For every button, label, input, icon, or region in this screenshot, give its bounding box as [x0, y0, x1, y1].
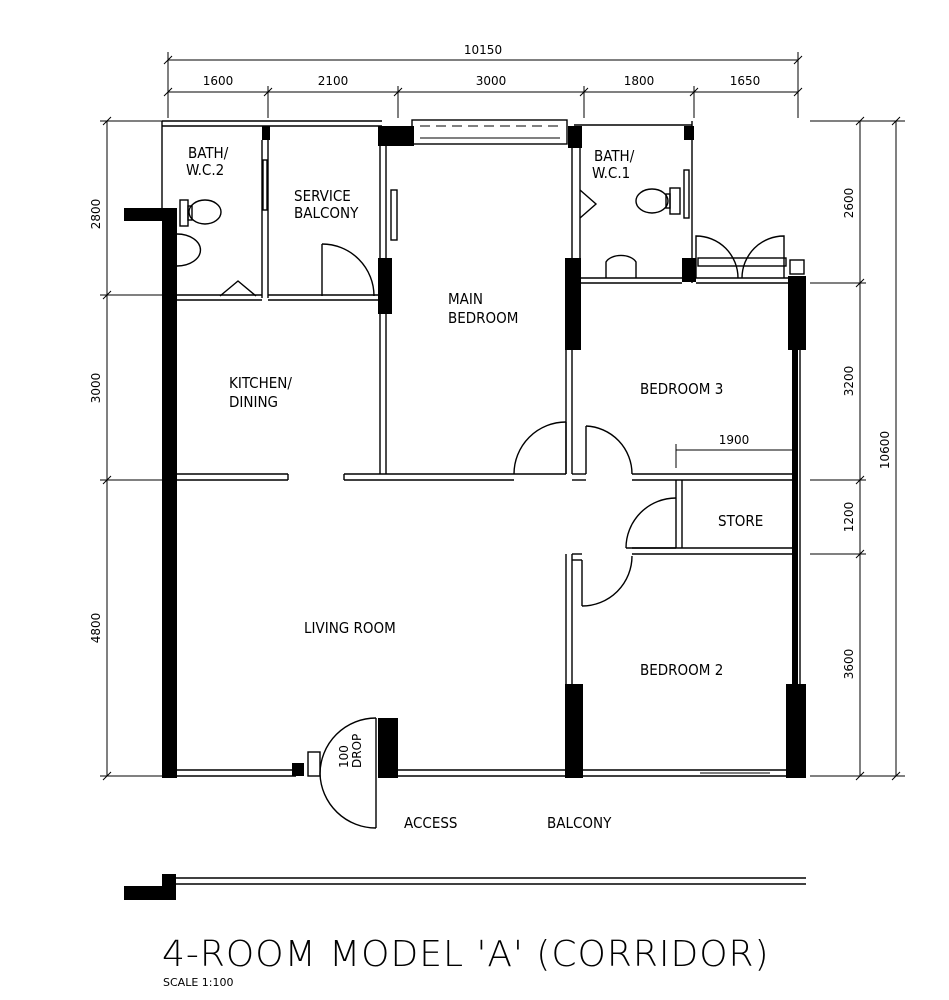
- dim-right-1: 2600: [842, 188, 856, 219]
- dim-top-3: 3000: [476, 74, 507, 88]
- dim-top-2: 2100: [318, 74, 349, 88]
- dim-left-3: 4800: [89, 613, 103, 644]
- label-bedroom2: BEDROOM 2: [640, 661, 723, 679]
- label-bath1: BATH/W.C.1: [592, 147, 635, 182]
- label-drop: 100DROP: [337, 734, 364, 768]
- label-access: ACCESS: [404, 814, 457, 832]
- plan-title: 4-ROOM MODEL 'A' (CORRIDOR): [162, 934, 770, 975]
- label-balcony: BALCONY: [547, 814, 612, 832]
- label-kitchen-dining: KITCHEN/DINING: [229, 374, 292, 411]
- dim-right-2: 3200: [842, 366, 856, 397]
- label-living-room: LIVING ROOM: [304, 619, 396, 637]
- dim-right-4: 3600: [842, 649, 856, 680]
- walls: [124, 119, 806, 778]
- dimension-lines: [100, 52, 905, 781]
- dim-top-1: 1600: [203, 74, 234, 88]
- label-store: STORE: [718, 512, 763, 530]
- dim-left-1: 2800: [89, 199, 103, 230]
- plan-scale: SCALE 1:100: [163, 976, 233, 989]
- corridor-section: [124, 874, 806, 900]
- doors: [219, 189, 787, 829]
- fixtures: [176, 187, 681, 278]
- dim-top-5: 1650: [730, 74, 761, 88]
- label-bedroom3: BEDROOM 3: [640, 380, 723, 398]
- dim-right-3: 1200: [842, 502, 856, 533]
- dim-store-width: 1900: [719, 433, 750, 447]
- label-bath2: BATH/W.C.2: [186, 144, 229, 179]
- dim-top-4: 1800: [624, 74, 655, 88]
- dim-overall-height: 10600: [878, 431, 892, 469]
- dim-overall-width: 10150: [464, 43, 502, 57]
- dim-left-2: 3000: [89, 373, 103, 404]
